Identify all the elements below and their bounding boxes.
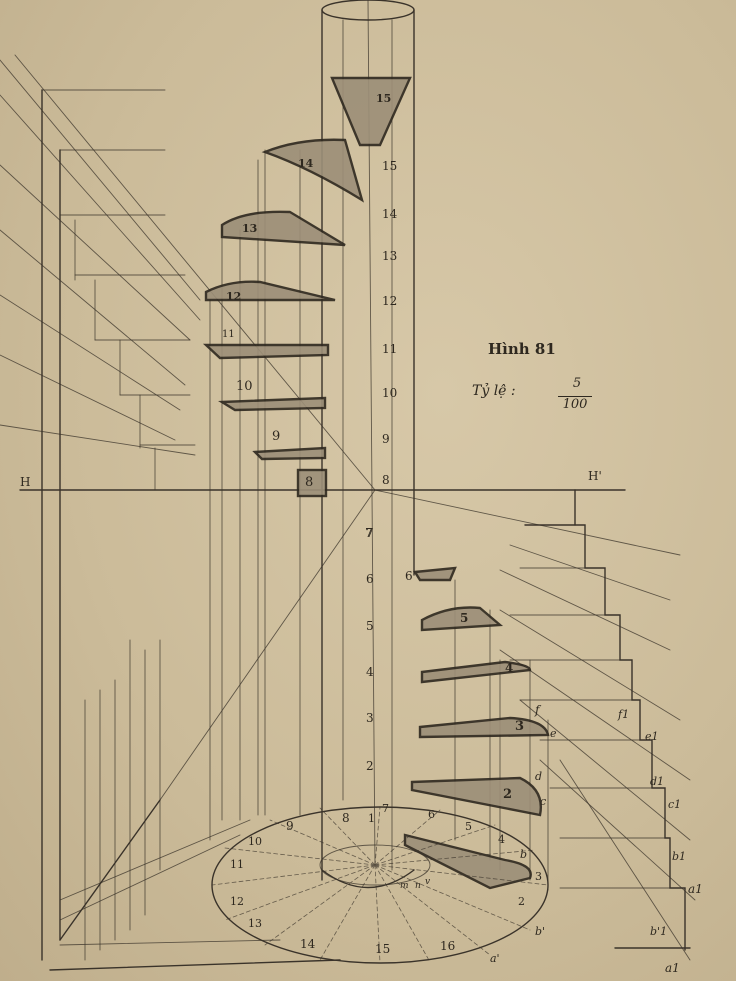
plan-number-2: 2 [518,895,525,908]
tread-number-9: 9 [272,429,280,444]
plan-number-7: 7 [382,802,389,815]
letter-e1: e1 [645,730,659,743]
plan-number-11: 11 [230,858,244,871]
plan-number-12: 12 [230,895,244,908]
column-mark-13: 13 [382,249,397,263]
upper-treads [202,76,412,498]
column-mark-3: 3 [366,711,374,725]
letter-a1-upper: a1 [688,882,703,896]
tread-number-3: 3 [515,719,524,734]
scale-label: Tỷ lệ : [472,383,516,399]
column-mark-11: 11 [382,342,397,356]
letter-d: d [535,770,542,783]
wall-letters: f e d c b a' b' f1 e1 d1 c1 b1 a1 b'1 a1 [490,703,703,975]
plan-numbers: 1 2 3 4 5 6 7 8 9 10 11 12 13 14 15 16 m… [230,802,542,956]
scale-denominator: 100 [558,396,592,412]
scale-numerator: 5 [572,376,582,391]
column-mark-15: 15 [382,159,397,173]
column-mark-4: 4 [366,665,374,679]
tread-number-10: 10 [236,379,253,394]
tread-number-5: 5 [460,611,468,625]
tread-number-12: 12 [226,290,241,303]
tread-number-4: 4 [505,661,513,675]
plan-number-6: 6 [428,808,435,821]
letter-b1: b1 [672,850,686,863]
letter-f: f [534,703,542,717]
column-mark-6: 6 [366,572,374,586]
left-wall [0,54,376,971]
column-mark-12: 12 [382,294,397,308]
stair-vertical-lines [209,149,549,891]
floor-plan [211,806,549,964]
tread-number-6: 6 [405,569,413,583]
column-step-marks: 2 3 4 5 6 7 8 9 10 11 12 13 14 15 [366,159,398,773]
tread-number-15: 15 [376,92,391,105]
letter-a1-lower: a1 [665,961,680,975]
plan-number-14: 14 [300,937,316,951]
column-mark-7: 7 [366,526,374,540]
column-mark-9: 9 [382,432,390,446]
column-mark-5: 5 [366,619,374,633]
plan-number-3: 3 [535,870,542,883]
plan-number-1: 1 [368,812,375,825]
tread-number-2: 2 [503,787,512,802]
horizon-right-label: H' [588,469,602,483]
tread-number-8: 8 [305,475,313,490]
plan-letter-v: v [425,877,430,887]
plan-number-8: 8 [342,811,350,825]
letter-d1: d1 [650,775,664,788]
letter-e: e [550,727,557,740]
tread-number-14: 14 [298,157,314,170]
letter-c1: c1 [668,798,681,811]
letter-a-prime: a' [490,952,500,965]
horizon-left-label: H [20,475,30,489]
plan-letter-m: m [400,881,409,891]
tread-number-11: 11 [222,329,235,340]
column-mark-2: 2 [366,759,374,773]
letter-b-prime-1: b'1 [650,925,667,938]
plan-number-16: 16 [440,939,455,953]
letter-b-prime: b' [535,925,545,938]
column-mark-8: 8 [382,473,390,487]
plan-letter-n: n [415,881,421,891]
plan-number-9: 9 [286,819,294,833]
tread-number-7: 7 [365,526,373,540]
figure-title: Hình 81 [488,340,556,358]
letter-c: c [540,795,546,808]
tread-numbers: 2 3 4 5 6 7 8 9 10 11 12 13 14 15 [222,92,524,802]
plan-number-5: 5 [465,820,472,833]
column-mark-10: 10 [382,386,397,400]
plan-number-15: 15 [375,942,390,956]
right-wall [374,489,696,961]
plan-number-10: 10 [248,835,262,848]
plan-number-13: 13 [248,917,262,930]
lower-treads [403,566,550,890]
letter-f1: f1 [617,708,629,721]
letter-b: b [520,848,527,861]
column-mark-14: 14 [382,207,398,221]
plan-number-4: 4 [498,833,505,846]
tread-number-13: 13 [242,222,257,235]
